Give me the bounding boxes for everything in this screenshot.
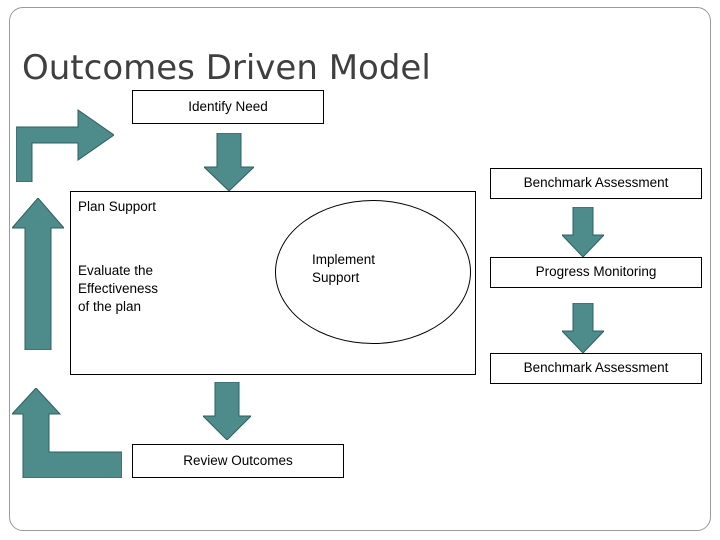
node-evaluate-effectiveness: Evaluate the Effectiveness of the plan xyxy=(78,263,159,315)
node-benchmark-assessment-top: Benchmark Assessment xyxy=(490,168,702,199)
arrow-down-benchmark-to-progress xyxy=(562,207,604,257)
page-title: Outcomes Driven Model xyxy=(22,48,431,88)
arrow-up-left-middle xyxy=(12,198,64,350)
node-implement-support-ellipse xyxy=(275,200,471,344)
node-implement-support-label: Implement Support xyxy=(312,252,376,286)
arrow-down-to-review xyxy=(203,382,251,440)
slide-border xyxy=(9,7,711,531)
node-review-outcomes: Review Outcomes xyxy=(132,444,344,478)
node-progress-monitoring: Progress Monitoring xyxy=(490,257,702,288)
arrow-elbow-top-left xyxy=(16,86,114,182)
arrow-down-progress-to-benchmark xyxy=(562,303,604,353)
node-benchmark-assessment-bottom: Benchmark Assessment xyxy=(490,353,702,384)
node-plan-support: Plan Support xyxy=(78,199,157,214)
node-identify-need: Identify Need xyxy=(132,90,324,124)
arrow-elbow-bottom-left xyxy=(12,388,122,478)
arrow-down-to-plan xyxy=(204,133,254,191)
